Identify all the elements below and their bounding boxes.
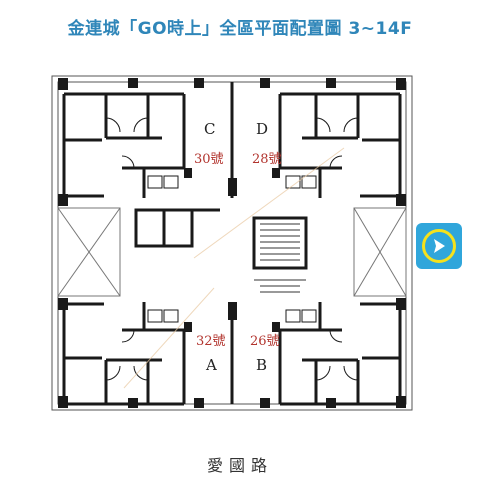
unit-b-number: 26號 xyxy=(250,334,280,349)
navigate-ring xyxy=(422,229,456,263)
navigate-arrow-icon xyxy=(434,239,445,253)
right-void xyxy=(353,207,407,297)
unit-d-number: 28號 xyxy=(252,152,282,167)
unit-d-letter: D xyxy=(256,120,269,138)
unit-c-walls xyxy=(62,92,186,198)
unit-b-doors xyxy=(285,309,359,381)
unit-d-doors xyxy=(285,117,359,189)
street-name: 愛國路 xyxy=(206,456,273,475)
unit-c-number: 30號 xyxy=(194,152,224,167)
floor-plan-drawing xyxy=(51,75,413,411)
columns xyxy=(58,78,406,408)
central-core-walls xyxy=(134,82,308,404)
stair-treads xyxy=(254,223,306,293)
unit-a-number: 32號 xyxy=(196,334,226,349)
unit-d-walls xyxy=(278,92,402,198)
left-void xyxy=(57,207,121,297)
unit-a-letter: A xyxy=(206,356,217,374)
unit-b-walls xyxy=(278,302,402,406)
page-title: 金連城「GO時上」全區平面配置圖 3~14F xyxy=(67,19,413,39)
unit-c-letter: C xyxy=(204,120,216,138)
unit-a-doors xyxy=(105,309,179,381)
unit-c-doors xyxy=(105,117,179,189)
unit-b-letter: B xyxy=(256,356,268,374)
navigate-button[interactable] xyxy=(416,223,462,269)
floor-plan: C D 30號 28號 32號 26號 A B xyxy=(44,58,420,428)
unit-a-walls xyxy=(62,302,186,406)
watermark-lines xyxy=(123,147,345,389)
